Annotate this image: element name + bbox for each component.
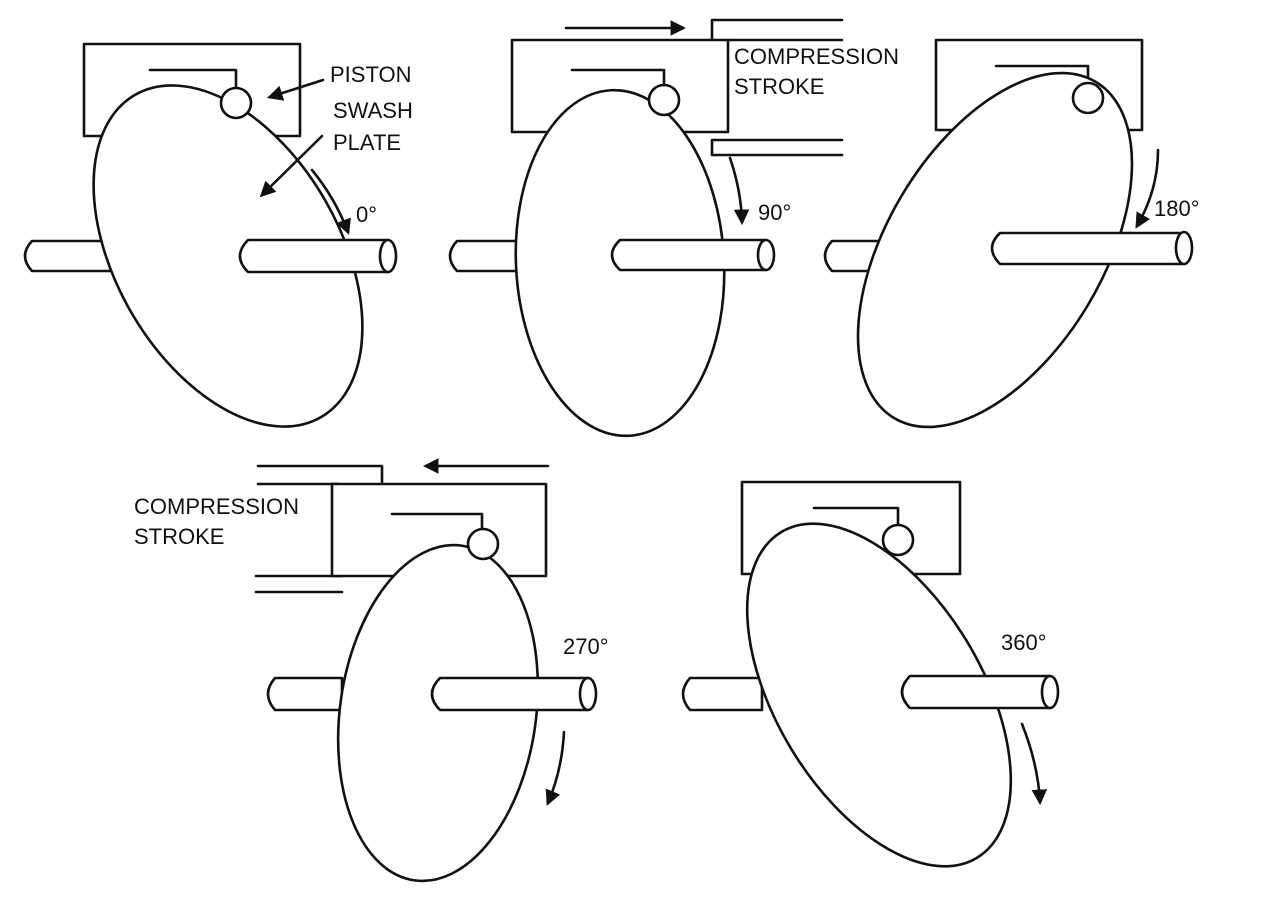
shaft-rear	[448, 239, 524, 273]
shaft-front	[430, 676, 590, 712]
rotation-arrow	[1135, 148, 1160, 229]
cylinder-bore-lines	[710, 18, 844, 157]
shaft-end	[378, 238, 398, 274]
rotation-arrow	[310, 168, 351, 235]
shaft-end	[756, 238, 776, 272]
piston-ball	[1071, 81, 1105, 115]
swash-plate	[745, 522, 1013, 868]
swash-plate	[336, 543, 540, 883]
compression-label-line-2: STROKE	[134, 524, 224, 549]
shaft-rear	[681, 676, 764, 712]
panel-180-degrees: 180°	[823, 38, 1200, 429]
rotation-arrow	[545, 730, 566, 806]
shaft-front	[900, 674, 1052, 710]
compression-label-line-1: COMPRESSION	[734, 44, 899, 69]
compression-label-line-1: COMPRESSION	[134, 494, 299, 519]
shaft-rear	[266, 676, 344, 712]
rotation-arrow	[1020, 722, 1048, 806]
shaft-end	[1174, 230, 1194, 266]
shaft-end	[1040, 674, 1060, 710]
shaft-rear	[23, 239, 127, 273]
swash-label-line-2: PLATE	[333, 130, 401, 155]
angle-label: 90°	[758, 200, 791, 225]
shaft-front	[990, 231, 1186, 266]
piston-label: PISTON	[330, 62, 412, 87]
piston-ball	[219, 86, 253, 120]
panel-90-degrees: COMPRESSION STROKE 90°	[448, 18, 899, 438]
swash-pointer	[259, 134, 324, 198]
rotation-arrow	[728, 156, 750, 226]
angle-label: 270°	[563, 634, 609, 659]
swash-label-line-1: SWASH	[333, 98, 413, 123]
angle-label: 360°	[1001, 630, 1047, 655]
panel-0-degrees: PISTON SWASH PLATE 0°	[23, 42, 413, 428]
piston-ball	[647, 83, 681, 117]
cylinder-bore-lines	[254, 464, 384, 594]
panel-360-degrees: 360°	[681, 480, 1060, 868]
shaft-end	[578, 676, 598, 712]
shaft-front	[610, 238, 768, 272]
piston-ball	[881, 523, 915, 557]
panel-270-degrees: COMPRESSION STROKE 270°	[134, 458, 609, 883]
piston-ball	[466, 527, 500, 561]
angle-label: 180°	[1154, 196, 1200, 221]
piston-pointer	[267, 78, 325, 101]
shaft-front	[238, 238, 390, 274]
angle-label: 0°	[356, 202, 377, 227]
compression-label-line-2: STROKE	[734, 74, 824, 99]
swash-plate	[92, 84, 364, 428]
